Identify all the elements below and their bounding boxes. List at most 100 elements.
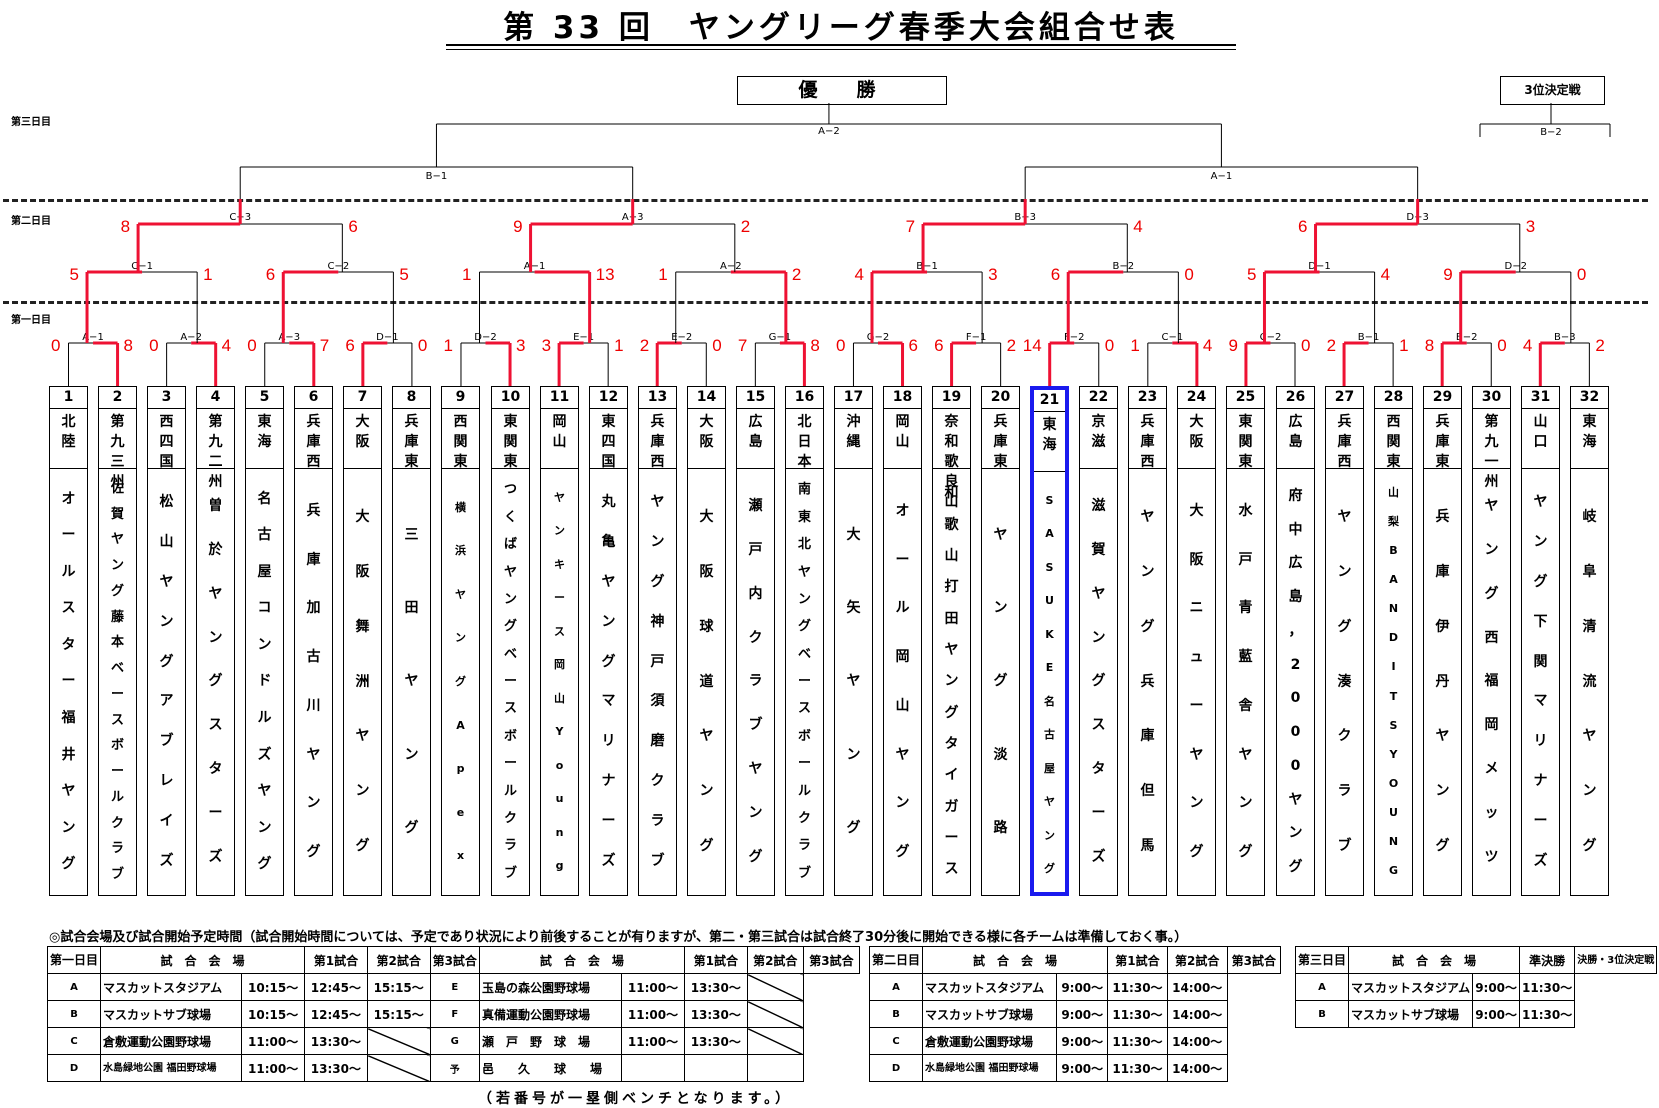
team-region: 兵庫西 [295,409,332,470]
score-left: 4 [1523,336,1532,355]
team-region: 東関東 [1227,409,1264,470]
score-left: 4 [855,265,864,284]
score-right: 1 [614,336,623,355]
team-region: 西四国 [148,409,185,470]
team-number: 27 [1326,387,1363,409]
team-name: ヤング神戸須磨クラブ [650,493,665,870]
team-number: 25 [1227,387,1264,409]
score-right: 1 [1399,336,1408,355]
score-left: 2 [1327,336,1336,355]
venue-name: 倉敷運動公園野球場 [922,1027,1058,1055]
score-right: 0 [1184,265,1193,284]
team-number: 4 [197,387,234,409]
score-right: 0 [1577,265,1586,284]
team-number: 16 [786,387,823,409]
score-left: 9 [513,217,522,236]
score-right: 13 [596,265,615,284]
team-name: ヤング下関マリナーズ [1533,493,1548,870]
day1-schedule-table: 第一日目 試 合 会 場 第1試合 第2試合 第3試合 試 合 会 場 第1試合… [46,946,861,1082]
header-game3: 第3試合 [429,946,480,974]
venue-name: 倉敷運動公園野球場 [100,1027,243,1055]
score-right: 3 [988,265,997,284]
match-label: F−1 [966,332,987,343]
day1-label: 第一日目 [11,315,51,326]
team-name: 大阪舞洲ヤング [355,508,370,855]
game2-time: 13:30〜 [683,1027,748,1055]
match-label: B−2 [1540,127,1562,138]
match-label: A−2 [818,126,840,137]
team-number: 20 [982,387,1019,409]
match-label: D−1 [376,332,398,343]
team-number: 13 [639,387,676,409]
score-right: 0 [418,336,427,355]
venue-name: 真備運動公園野球場 [478,1000,623,1028]
match-label: C−2 [327,261,349,272]
match-label: B−3 [1554,332,1576,343]
day2-table-label: 第二日目 [872,952,921,967]
score-right: 4 [1203,336,1212,355]
game1-time: 11:00〜 [241,1054,306,1082]
team-number: 19 [933,387,970,409]
team-region: 兵庫東 [982,409,1019,470]
final-time: 11:30〜 [1519,973,1576,1001]
team-number: 15 [737,387,774,409]
game2-time: 13:30〜 [683,973,748,1001]
score-right: 2 [1595,336,1604,355]
team-name: オール岡山ヤング [895,502,910,861]
header-game3: 第3試合 [1226,946,1282,974]
score-right: 0 [1497,336,1506,355]
day3-label: 第三日目 [11,117,51,128]
header-game3: 第3試合 [802,946,861,974]
venue-name: マスカットスタジアム [1348,973,1474,1001]
header-venue: 試 合 会 場 [478,946,685,974]
venue-name: マスカットスタジアム [100,973,243,1001]
match-label: A−1 [82,332,104,343]
match-label: A−1 [524,261,546,272]
team-number: 8 [393,387,430,409]
score-right: 8 [124,336,133,355]
team-region: 山口 [1522,409,1559,469]
day-divider-lower [3,301,1648,304]
header-game1: 第1試合 [683,946,748,974]
score-left: 7 [906,217,915,236]
venue-code: B [46,1000,102,1028]
team-name: 兵庫伊丹ヤング [1435,508,1450,855]
team-number: 11 [541,387,578,409]
score-right: 4 [1381,265,1390,284]
team-region: 岡山 [884,409,921,469]
team-number: 30 [1473,387,1510,409]
game1-time: 9:00〜 [1056,1027,1109,1055]
game3-time: 15:15〜 [366,973,431,1001]
team-name: 曽於ヤングスターズ [208,497,223,866]
day1-table-label: 第一日目 [50,952,99,967]
team-name: 瀬戸内クラブヤング [748,497,763,866]
champion-box: 優 勝 [737,76,947,105]
score-left: 5 [70,265,79,284]
team-name: 滋賀ヤングスターズ [1091,497,1106,866]
match-label: E−2 [671,332,692,343]
score-right: 0 [712,336,721,355]
match-label: F−2 [1064,332,1085,343]
game3-time-empty [746,973,804,1001]
team-number: 21 [1034,390,1065,412]
team-region: 第九三州 [99,409,136,490]
score-left: 1 [1130,336,1139,355]
third-place-box: 3位決定戦 [1500,76,1605,105]
